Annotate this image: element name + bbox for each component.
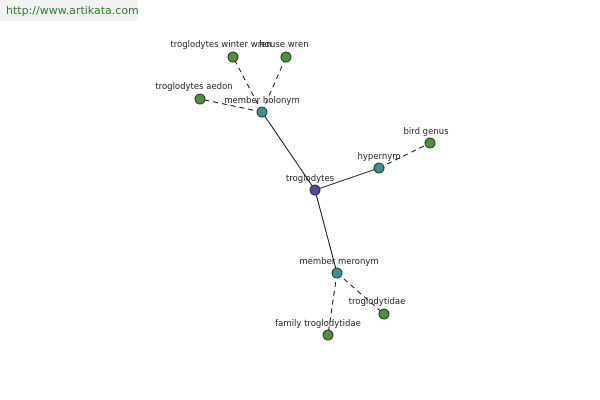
node-troglodytes[interactable]	[309, 184, 321, 196]
edge-troglodytes-to-member-holonym	[261, 111, 316, 191]
node-bird-genus[interactable]	[424, 137, 436, 149]
graph-labels: troglodytes member holonym hypernym member …	[155, 40, 449, 329]
node-label-house-wren: house wren	[259, 40, 308, 50]
edge-troglodytes-to-hypernym	[314, 167, 380, 191]
edge-member-holonym-to-troglodytes-aedon	[199, 98, 263, 113]
node-troglodytidae[interactable]	[378, 308, 390, 320]
node-member-meronym[interactable]	[331, 267, 343, 279]
node-hypernym[interactable]	[373, 162, 385, 174]
node-family-troglodytidae[interactable]	[322, 329, 334, 341]
node-label-member-meronym: member meronym	[299, 257, 378, 267]
node-label-troglodytes: troglodytes	[286, 174, 335, 184]
node-label-troglodytidae: troglodytidae	[349, 297, 406, 307]
node-troglodytes-aedon[interactable]	[194, 93, 206, 105]
edge-member-holonym-to-house-wren	[261, 56, 287, 113]
edge-hypernym-to-bird-genus	[378, 142, 431, 169]
node-label-bird-genus: bird genus	[403, 127, 449, 137]
node-label-family-troglodytidae: family troglodytidae	[275, 319, 361, 329]
edge-troglodytes-to-member-meronym	[314, 189, 338, 274]
node-house-wren[interactable]	[280, 51, 292, 63]
node-troglodytes-winter-wren[interactable]	[227, 51, 239, 63]
graph-edges	[199, 56, 431, 336]
node-label-troglodytes-winter-wren: troglodytes winter wren	[170, 40, 271, 50]
url-banner-link[interactable]: http://www.artikata.com	[0, 0, 139, 21]
node-member-holonym[interactable]	[256, 106, 268, 118]
edge-member-holonym-to-troglodytes-winter-wren	[232, 56, 263, 113]
edge-member-meronym-to-family-troglodytidae	[327, 272, 338, 336]
node-label-hypernym: hypernym	[357, 152, 400, 162]
node-label-member-holonym: member holonym	[224, 96, 299, 106]
edge-member-meronym-to-troglodytidae	[336, 272, 385, 315]
graph-nodes	[194, 51, 436, 341]
node-label-troglodytes-aedon: troglodytes aedon	[155, 82, 232, 92]
